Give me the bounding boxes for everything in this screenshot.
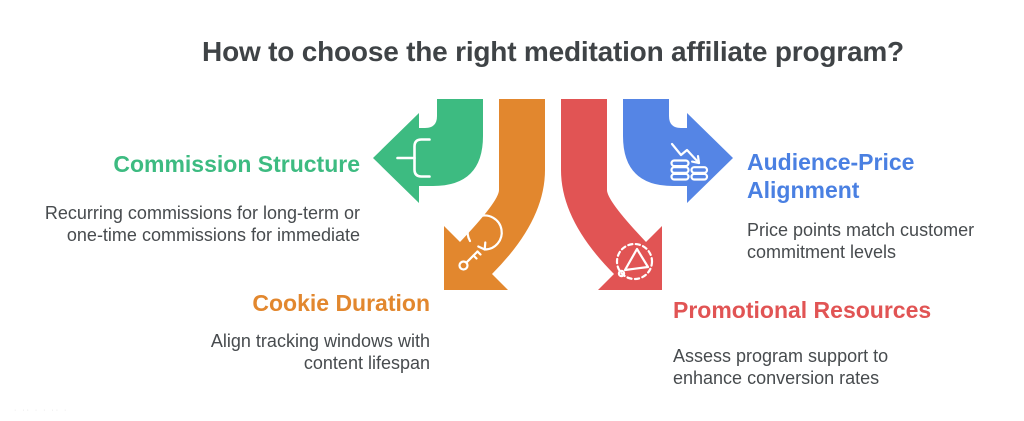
audience-price-alignment-description: Price points match customer commitment l… bbox=[747, 220, 975, 262]
watermark: · ·· · · ·· · bbox=[14, 407, 69, 414]
declining-price-coins-icon bbox=[670, 142, 709, 181]
cookie-arrow bbox=[444, 99, 545, 290]
promotional-resources-description: Assess program support to enhance conver… bbox=[673, 346, 889, 388]
promotional-resources-heading: Promotional Resources bbox=[673, 297, 932, 323]
audience-price-alignment-heading: Audience-Price Alignment bbox=[747, 149, 915, 203]
commission-structure-heading: Commission Structure bbox=[113, 151, 360, 177]
branch-bracket-icon bbox=[396, 138, 431, 178]
section-commission-structure: Commission Structure Recurring commissio… bbox=[0, 150, 360, 246]
section-promotional-resources: Promotional Resources Assess program sup… bbox=[673, 296, 1018, 389]
section-cookie-duration: Cookie Duration Align tracking windows w… bbox=[120, 289, 430, 374]
cookie-duration-heading: Cookie Duration bbox=[252, 290, 430, 316]
megaphone-badge-icon bbox=[615, 242, 654, 281]
page-title: How to choose the right meditation affil… bbox=[202, 36, 904, 67]
key-rotation-icon bbox=[458, 214, 503, 271]
cookie-duration-description: Align tracking windows with content life… bbox=[210, 331, 430, 373]
section-audience-price-alignment: Audience-Price Alignment Price points ma… bbox=[747, 148, 1017, 263]
commission-arrow bbox=[373, 99, 483, 203]
promotional-arrow bbox=[561, 99, 662, 290]
commission-structure-description: Recurring commissions for long-term or o… bbox=[44, 203, 360, 245]
